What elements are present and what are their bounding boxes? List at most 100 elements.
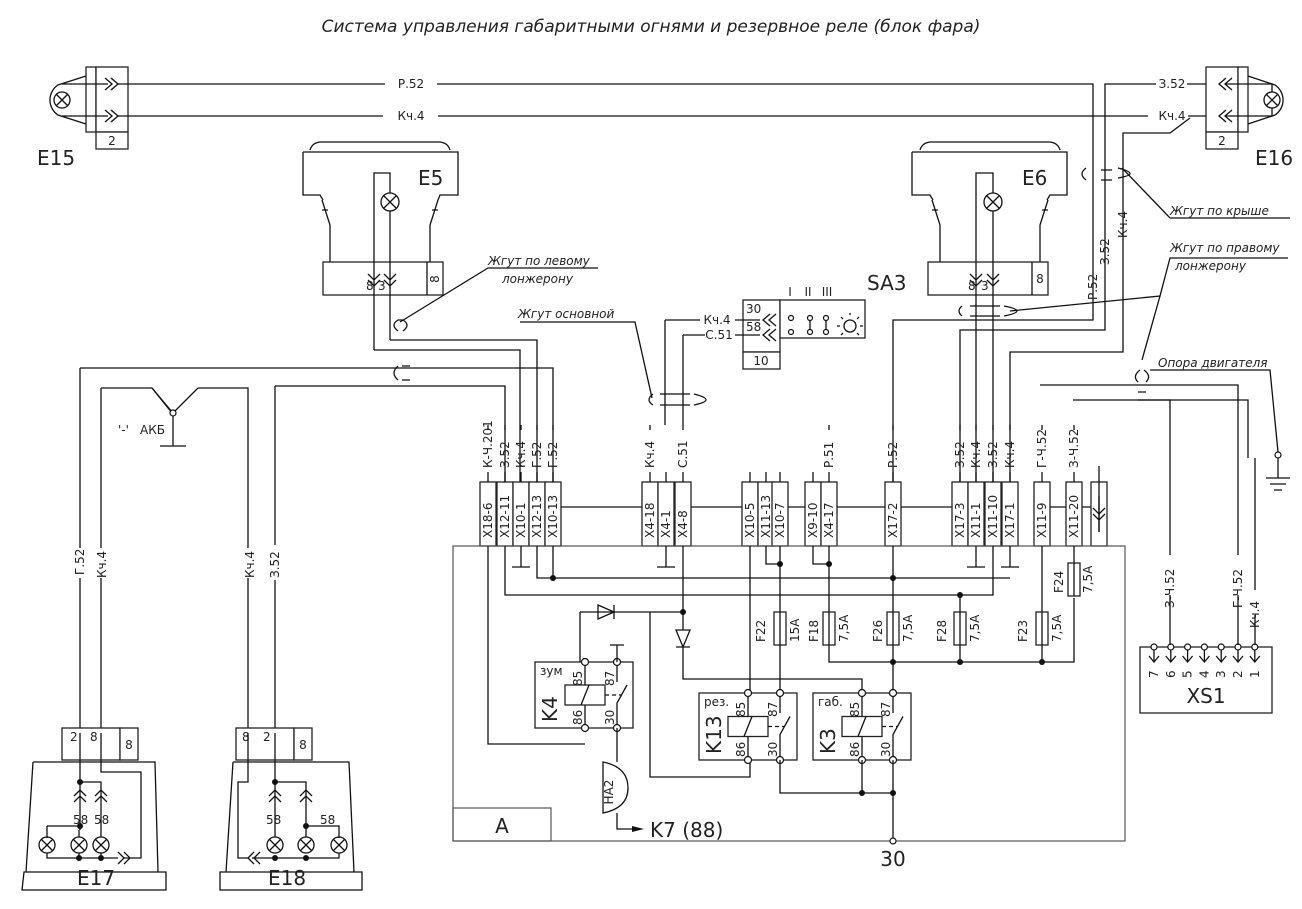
connector-wire-label: З.52 [986,441,1000,468]
harness-label-engine: Опора двигателя [1158,356,1268,370]
component-label: E6 [1022,166,1047,190]
wire-label: Кч.4 [1116,211,1130,238]
connector-id: X10-1 [514,503,528,538]
relay-pin: 87 [766,702,780,717]
component-label: XS1 [1186,684,1225,708]
connector-wire-label: Г.52 [546,442,560,468]
wire-label: Кч.4 [95,551,109,578]
pin-label: 2 [70,730,78,744]
connector-id: X12-13 [530,495,544,538]
headlight-E5: 8 E5 8 3 [302,141,459,350]
pin-label: 2 [263,730,271,744]
connector-wire-label: Кч.4 [643,441,657,468]
wire-label: З-Ч.52 [1163,569,1177,608]
connector-pin: X17-1Кч.4 [1001,425,1019,547]
pin-label: 8 [242,730,250,744]
connector-pin: X11-9Г-Ч.52 [1033,425,1051,547]
connector-id: X4-17 [822,503,836,538]
lamp-E17: 8 E17 2 8 58 58 [21,727,167,891]
main-unit [452,545,1126,842]
relay-pin: 86 [571,710,585,725]
pin-count: 8 [299,738,307,752]
connector-row: X18-6К-Ч.201X12-11З.52X10-1Кч.4X12-13Г.5… [479,420,1108,547]
switch-SA3[interactable]: 10 30 58 I II III SA3 [742,271,906,370]
connector-id: X11-13 [759,495,773,538]
pin-count: 2 [1218,134,1226,148]
battery-symbol: '-' [118,423,129,437]
connector-wire-label: Кч.4 [969,441,983,468]
pin-label: 58 [746,320,761,334]
fuse-id: F18 [807,620,821,642]
xs1-pin-number: 1 [1248,670,1262,678]
pin-count: 8 [1036,272,1044,286]
relay-pin: 85 [848,702,862,717]
wire-label: Кч.4 [397,109,424,123]
pin-count: 8 [125,738,133,752]
pin-label: 8 [90,730,98,744]
connector-wire-label: Р.51 [822,442,836,468]
connector-pin: X10-13Г.52 [544,425,562,547]
fuse-rating: 7,5А [968,614,982,642]
connector-pin: X11-20З-Ч.52 [1065,425,1083,547]
fuse-id: F24 [1052,571,1066,593]
pin-label: 58 [266,813,281,827]
connector-pin: X10-1Кч.4 [512,425,530,547]
fuse-id: F23 [1016,620,1030,642]
position-label: II [804,285,811,299]
relay-id: K4 [538,696,562,722]
connector-id: X11-20 [1067,495,1081,538]
battery-icon [151,387,199,447]
connector-pin: X4-17 Р.51 [820,425,838,547]
lamp-E15: 2 E15 [37,66,129,170]
connector-wire-label: Кч.4 [1003,441,1017,468]
harness-label-main: Жгут основной [517,307,615,321]
xs1-pin: 4 [1197,643,1211,678]
xs1-pin-number: 7 [1147,670,1161,678]
pin-label: 8 [366,279,374,293]
pin-count: 10 [753,354,768,368]
relay-pin: 85 [734,702,748,717]
xs1-pin: 7 [1147,643,1161,678]
wire-label: Р.52 [1086,274,1100,300]
battery-label: АКБ [140,423,165,437]
harness-label-right: Жгут по правому [1169,241,1280,255]
component-label: E17 [77,866,115,890]
connector-id: X10-5 [743,503,757,538]
buzzer-HA2: HA2 [602,761,629,814]
pin-label: 8 [968,279,976,293]
buzzer-label: HA2 [602,780,616,805]
connector-wire-label: З.52 [498,441,512,468]
relay-pin: 86 [848,742,862,757]
connector-pin: X9-10 [804,472,822,547]
connector-id: X4-8 [676,510,690,538]
component-label: E18 [268,866,306,890]
pin-label: 30 [746,302,761,316]
connector-wire-label: К-Ч.201 [481,420,495,468]
relay-pin: 87 [603,671,617,686]
relay-pin: 86 [734,742,748,757]
connector-id: X9-10 [806,503,820,538]
component-label: E5 [418,166,443,190]
wire-label: З.52 [1098,238,1112,265]
pin-count: 2 [108,134,116,148]
connector-id: X11-9 [1035,503,1049,538]
connector-pin: X10-7 [771,472,789,547]
harness-label-right-2: лонжерону [1174,259,1247,273]
connector-pin: X17-2Р.52 [884,425,902,547]
xs1-pin: 3 [1214,643,1228,678]
pin-label: 58 [73,813,88,827]
connector-pin: X11-1Кч.4 [967,425,985,547]
lamp-icon [53,91,71,109]
component-label: E16 [1255,146,1293,170]
wire-label: З.52 [1159,77,1186,91]
wire-label: Г-Ч.52 [1231,569,1245,608]
